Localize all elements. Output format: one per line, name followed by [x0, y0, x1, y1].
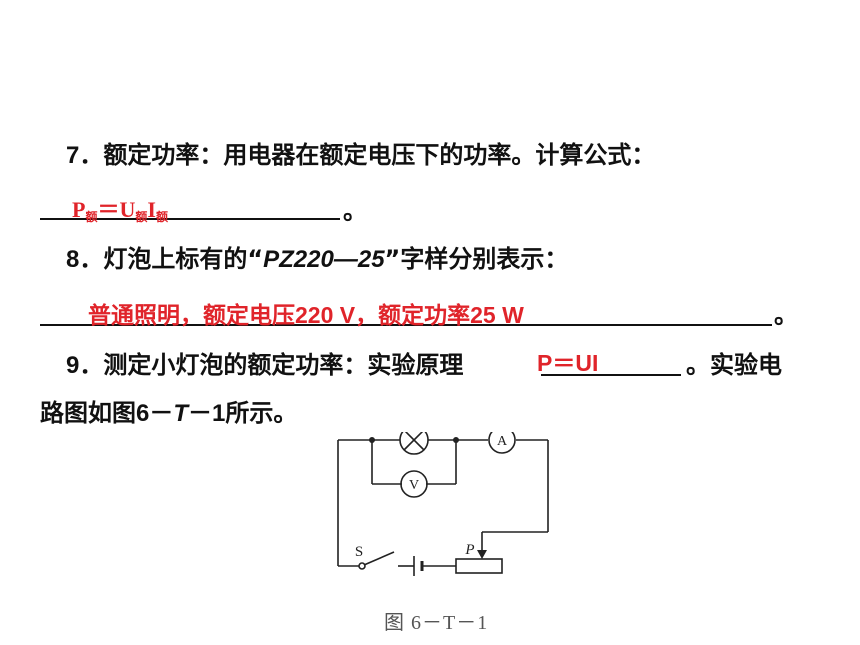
bulb-circle — [399, 432, 429, 455]
item-9-line2-before: 路图如图 — [40, 399, 136, 427]
voltmeter-label: V — [409, 478, 419, 493]
item-8-quote-open: “ — [247, 245, 264, 273]
switch-label: S — [355, 544, 363, 560]
item-7-number: 7 — [66, 142, 80, 169]
ammeter-label: A — [497, 434, 508, 449]
item-9-number: 9 — [66, 352, 80, 379]
answer-i-sub: 额 — [155, 210, 168, 224]
item-9-line-2: 路图如图6－T－1所示。 — [40, 398, 297, 429]
slider-label: P — [464, 542, 474, 558]
figure-caption: 图 6－T－1 — [384, 612, 489, 634]
item-8-model: PZ220—25 — [263, 246, 385, 273]
rheostat-body — [455, 558, 503, 574]
item-9-line2-after: 所示。 — [225, 399, 298, 427]
bulb-cross-b — [403, 432, 424, 451]
junction-left — [369, 437, 375, 443]
figure-ref-a: 6－ — [136, 400, 174, 427]
item-9-text-after: 。实验电 — [686, 351, 782, 379]
answer-u: ＝U — [97, 197, 136, 222]
item-9-text-before: ．测定小灯泡的额定功率：实验原理 — [79, 351, 464, 379]
answer-i: I — [147, 197, 156, 222]
item-8-quote-close: ” — [384, 245, 401, 273]
figure-ref-c: －1 — [188, 400, 226, 427]
item-8-text-after: 字样分别表示： — [400, 245, 569, 273]
item-9-line: 9．测定小灯泡的额定功率：实验原理 — [66, 350, 463, 381]
item-8-answer: 普通照明，额定电压220 V，额定功率25 W — [88, 302, 524, 328]
circuit-diagram: A V S P — [337, 432, 549, 576]
item-8-line: 8．灯泡上标有的“PZ220—25”字样分别表示： — [66, 244, 568, 275]
answer-p: P — [72, 197, 86, 222]
item-8-answer-blank — [40, 324, 772, 326]
ammeter-circle — [488, 432, 516, 454]
item-8-number: 8 — [66, 246, 80, 273]
item-7-text: ．额定功率：用电器在额定电压下的功率。计算公式： — [79, 141, 656, 169]
item-7-end: 。 — [343, 197, 367, 225]
item-7-line: 7．额定功率：用电器在额定电压下的功率。计算公式： — [66, 140, 655, 171]
item-7-answer: P额＝U额I额 — [72, 192, 168, 225]
switch-blade — [363, 551, 395, 566]
slider-arrowhead — [477, 550, 487, 559]
switch-contact-left — [358, 562, 366, 570]
item-8-text-before: ．灯泡上标有的 — [79, 245, 248, 273]
figure-ref-b: T — [173, 400, 189, 427]
item-9-answer-blank — [541, 374, 681, 376]
voltmeter-circle — [400, 470, 428, 498]
item-8-end: 。 — [774, 301, 798, 329]
item-9-answer: P＝UI — [537, 350, 599, 376]
junction-right — [453, 437, 459, 443]
answer-u-sub: 额 — [135, 210, 148, 224]
answer-p-sub: 额 — [85, 210, 98, 224]
item-7-answer-blank — [40, 218, 340, 220]
